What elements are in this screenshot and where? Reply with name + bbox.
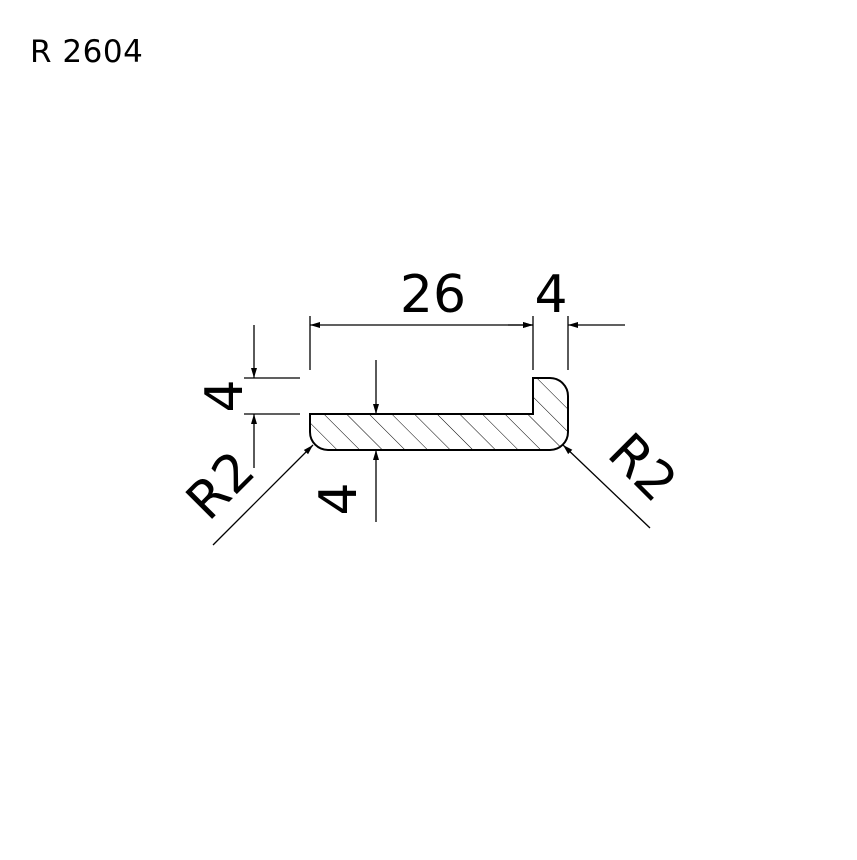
dimension-thickness-label: 4 xyxy=(309,482,369,515)
radius-right: R2 xyxy=(562,422,688,529)
dimension-lip-width: 4 xyxy=(508,265,625,370)
radius-right-label: R2 xyxy=(596,422,687,513)
dimension-length-label: 26 xyxy=(400,265,466,325)
dimension-lip-height: 4 xyxy=(195,325,300,468)
drawing-title: R 2604 xyxy=(30,34,144,70)
radius-left-label: R2 xyxy=(175,440,266,531)
dimension-thickness: 4 xyxy=(309,360,379,522)
dimension-lip-height-label: 4 xyxy=(195,379,255,412)
dimension-length: 26 xyxy=(309,265,534,370)
dimension-lip-width-label: 4 xyxy=(534,265,567,325)
profile-section xyxy=(309,377,569,451)
radius-left: R2 xyxy=(175,440,314,546)
